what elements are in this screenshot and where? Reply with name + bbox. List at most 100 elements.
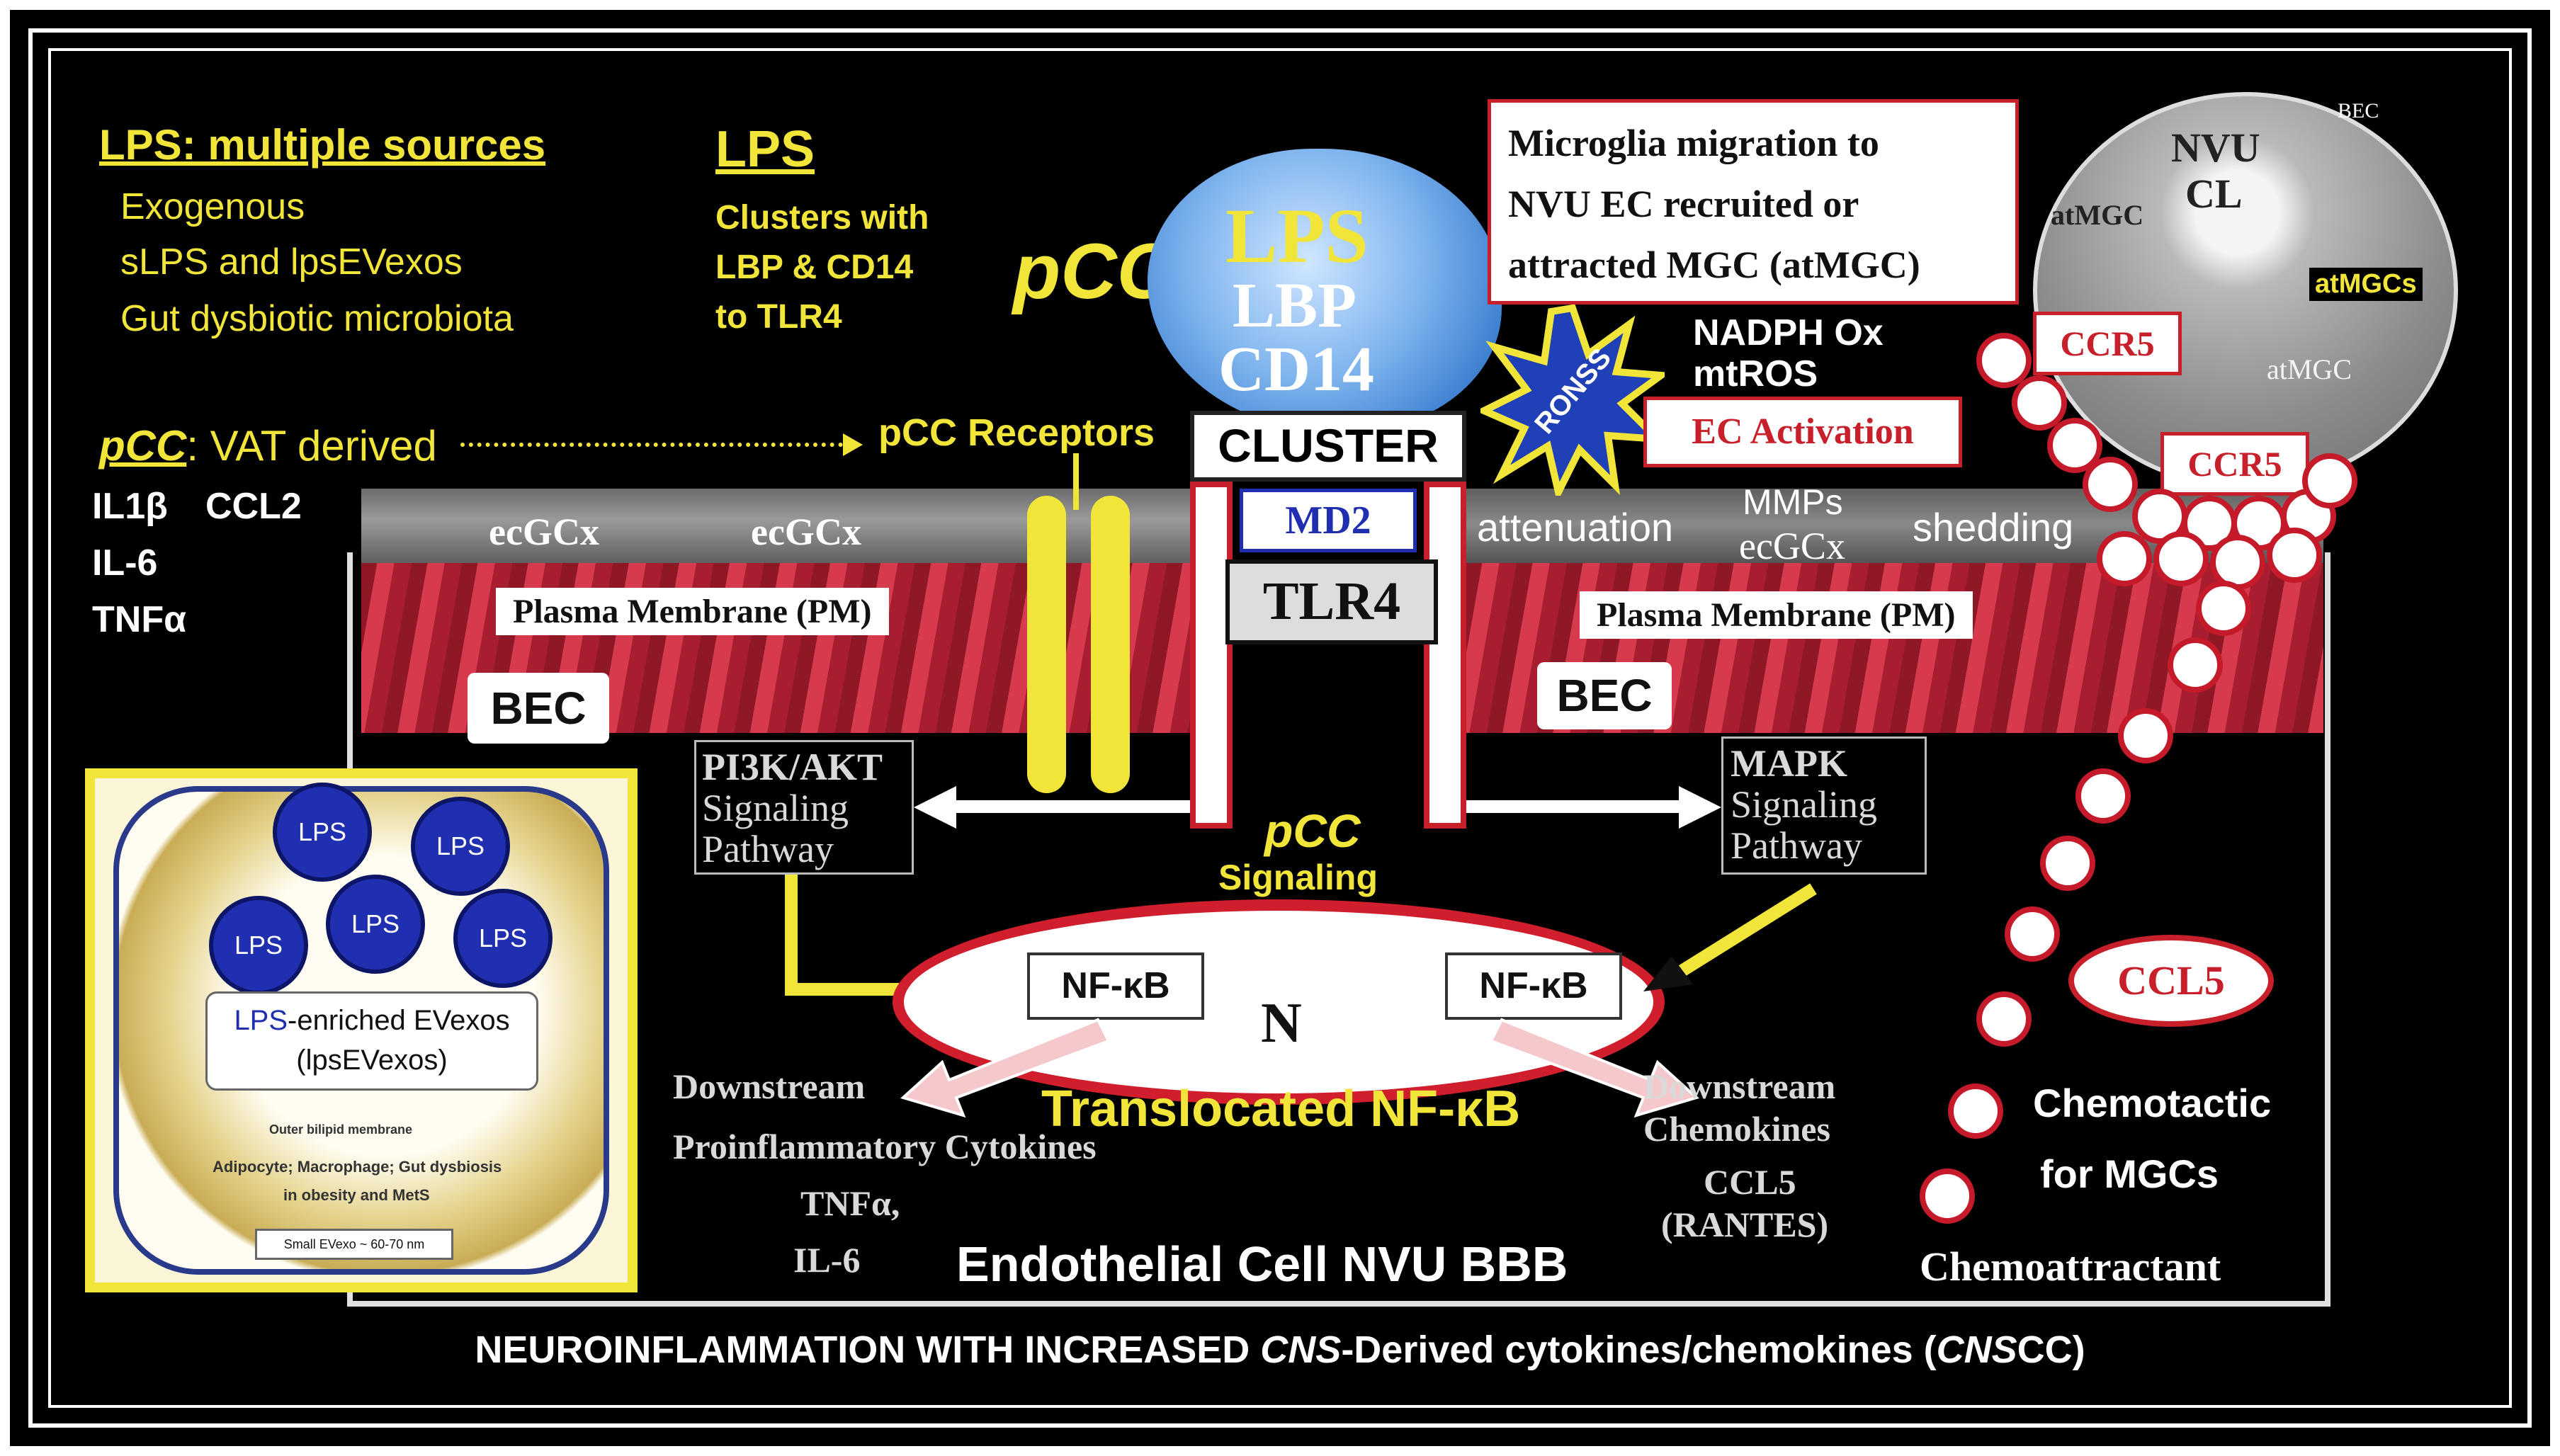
downstream-right-rantes: (RANTES)	[1661, 1205, 1829, 1244]
downstream-right-arrow	[1489, 1018, 1699, 1118]
chemokine-bead	[2083, 457, 2138, 512]
lps-complex-lbp: LBP	[1233, 271, 1357, 341]
micrograph-nvu: NVU	[2171, 125, 2260, 171]
pcc-label: pCC	[1013, 228, 1174, 315]
chemokine-bead	[2012, 375, 2067, 431]
pi3k-pathway-box: PI3K/AKT Signaling Pathway	[694, 740, 914, 875]
downstream-left-tnfa: TNFα,	[800, 1183, 900, 1223]
lps-ball-1: LPS	[273, 783, 372, 882]
evexo-small-2: Adipocyte; Macrophage; Gut dysbiosis	[213, 1158, 502, 1176]
chemokine-bead	[1976, 991, 2032, 1047]
md2-box: MD2	[1240, 489, 1417, 552]
pcc-receptor-left	[1027, 496, 1066, 793]
mapk-to-nfkb-arrow	[1643, 883, 1817, 991]
ronss-starburst	[1480, 305, 1665, 496]
chemokine-bead	[2118, 708, 2173, 763]
receptor-down-arrow	[1073, 453, 1079, 510]
evexo-small-3: in obesity and MetS	[283, 1186, 430, 1204]
cytokine-tnfa: TNFα	[92, 599, 187, 640]
lps-ball-3: LPS	[209, 896, 308, 995]
lps-source-exogenous: Exogenous	[120, 186, 305, 227]
chemokine-bead	[2302, 453, 2357, 508]
attenuation-label: attenuation	[1477, 505, 1674, 550]
micrograph-atmgc-right: atMGC	[2267, 353, 2352, 385]
pi3k-line1: PI3K/AKT	[702, 746, 883, 788]
shedding-label: shedding	[1913, 505, 2074, 550]
pcc-receptors-label: pCC Receptors	[878, 411, 1155, 454]
tlr4-wall-left	[1190, 482, 1233, 829]
nucleus-label: N	[1261, 992, 1302, 1054]
endothelial-cell-label: Endothelial Cell NVU BBB	[956, 1236, 1568, 1292]
mapk-line1: MAPK	[1731, 742, 1847, 785]
lps-note-line1: Clusters with	[715, 199, 929, 237]
chemokine-bead	[2153, 531, 2209, 586]
footer-caption: NEUROINFLAMMATION WITH INCREASED CNS-Der…	[475, 1329, 2085, 1371]
downstream-left-il6: IL-6	[793, 1240, 861, 1280]
arrow-to-pi3k	[949, 800, 1190, 813]
ccl5-oval: CCL5	[2068, 935, 2274, 1027]
downstream-right-line2: Chemokines	[1643, 1109, 1830, 1149]
mapk-pathway-box: MAPK Signaling Pathway	[1721, 736, 1927, 875]
chemokine-bead	[2210, 535, 2265, 590]
chemokine-bead	[1948, 1084, 2003, 1139]
bec-label-left: BEC	[468, 673, 609, 744]
chemokine-bead	[2196, 581, 2251, 636]
microglia-line3: attracted MGC (atMGC)	[1508, 244, 1920, 286]
nfkb-box-left: NF-κB	[1027, 952, 1204, 1020]
micrograph-cl: CL	[2185, 171, 2243, 217]
cytokine-il6: IL-6	[92, 542, 158, 584]
tlr4-wall-right	[1424, 482, 1466, 829]
ec-activation-box: EC Activation	[1643, 397, 1962, 467]
chemotactic-line1: Chemotactic	[2033, 1081, 2272, 1125]
pcc-signaling-label: Signaling	[1218, 858, 1378, 897]
frame-white-line	[28, 28, 2532, 1428]
microglia-migration-box: Microglia migration to NVU EC recruited …	[1488, 99, 2019, 305]
plasma-membrane-label-left: Plasma Membrane (PM)	[496, 588, 889, 635]
mapk-line3: Pathway	[1731, 824, 1862, 867]
lps-note-line3: to TLR4	[715, 298, 842, 336]
lps-sources-title: LPS: multiple sources	[99, 121, 546, 169]
lps-ball-5: LPS	[453, 889, 553, 988]
vat-dotted-arrow	[460, 443, 843, 447]
ccr5-label-1: CCR5	[2033, 312, 2182, 375]
evexo-label-box: LPS-enriched EVexos (lpsEVexos)	[205, 991, 538, 1091]
downstream-left-arrow	[900, 1018, 1111, 1118]
chemokine-bead	[2040, 836, 2095, 891]
microglia-line1: Microglia migration to	[1508, 122, 1879, 164]
lps-complex-cd14: CD14	[1218, 334, 1374, 404]
cluster-box: CLUSTER	[1190, 411, 1466, 482]
nfkb-box-right: NF-κB	[1445, 952, 1622, 1020]
pcc-vat-label: pCC: VAT derived	[99, 422, 437, 470]
bec-label-right: BEC	[1537, 662, 1672, 729]
lps-note-line2: LBP & CD14	[715, 249, 914, 286]
mtros-label: mtROS	[1693, 353, 1818, 394]
chemotactic-line2: for MGCs	[2040, 1151, 2219, 1196]
arrow-to-pi3k-head	[914, 786, 956, 829]
chemokine-bead	[2168, 637, 2223, 693]
inner-frame-white-line	[48, 48, 2512, 1408]
nadph-label: NADPH Ox	[1693, 312, 1884, 353]
cytokine-ccl2: CCL2	[205, 486, 302, 527]
chemokine-bead	[2005, 906, 2060, 962]
micrograph-atmgc-left: atMGC	[2051, 199, 2144, 231]
lps-source-slps: sLPS and lpsEVexos	[120, 241, 463, 283]
micrograph-bec: BEC	[2338, 99, 2379, 123]
chemokine-bead	[2267, 528, 2322, 583]
lps-ball-4: LPS	[326, 875, 425, 974]
arrow-to-mapk	[1466, 800, 1679, 813]
ecgcx-label-2: ecGCx	[751, 511, 861, 553]
evexo-small-1: Outer bilipid membrane	[269, 1122, 413, 1137]
lps-source-gut: Gut dysbiotic microbiota	[120, 298, 514, 339]
evexo-label-line2: (lpsEVexos)	[296, 1045, 448, 1076]
lps-complex-lps: LPS	[1225, 193, 1369, 279]
lps-complex-blob	[1148, 149, 1502, 432]
chemokine-bead	[1920, 1168, 1975, 1224]
pi3k-line3: Pathway	[702, 828, 834, 870]
chemokine-bead	[2097, 531, 2152, 586]
lps-ball-2: LPS	[411, 797, 510, 896]
micrograph-atmgcs: atMGCs	[2309, 268, 2423, 301]
ccr5-label-2: CCR5	[2160, 432, 2309, 496]
mmps-ecgcx-label: ecGCx	[1739, 525, 1845, 567]
evexo-size-label: Small EVexo ~ 60-70 nm	[255, 1229, 453, 1260]
mapk-line2: Signaling	[1731, 783, 1878, 826]
